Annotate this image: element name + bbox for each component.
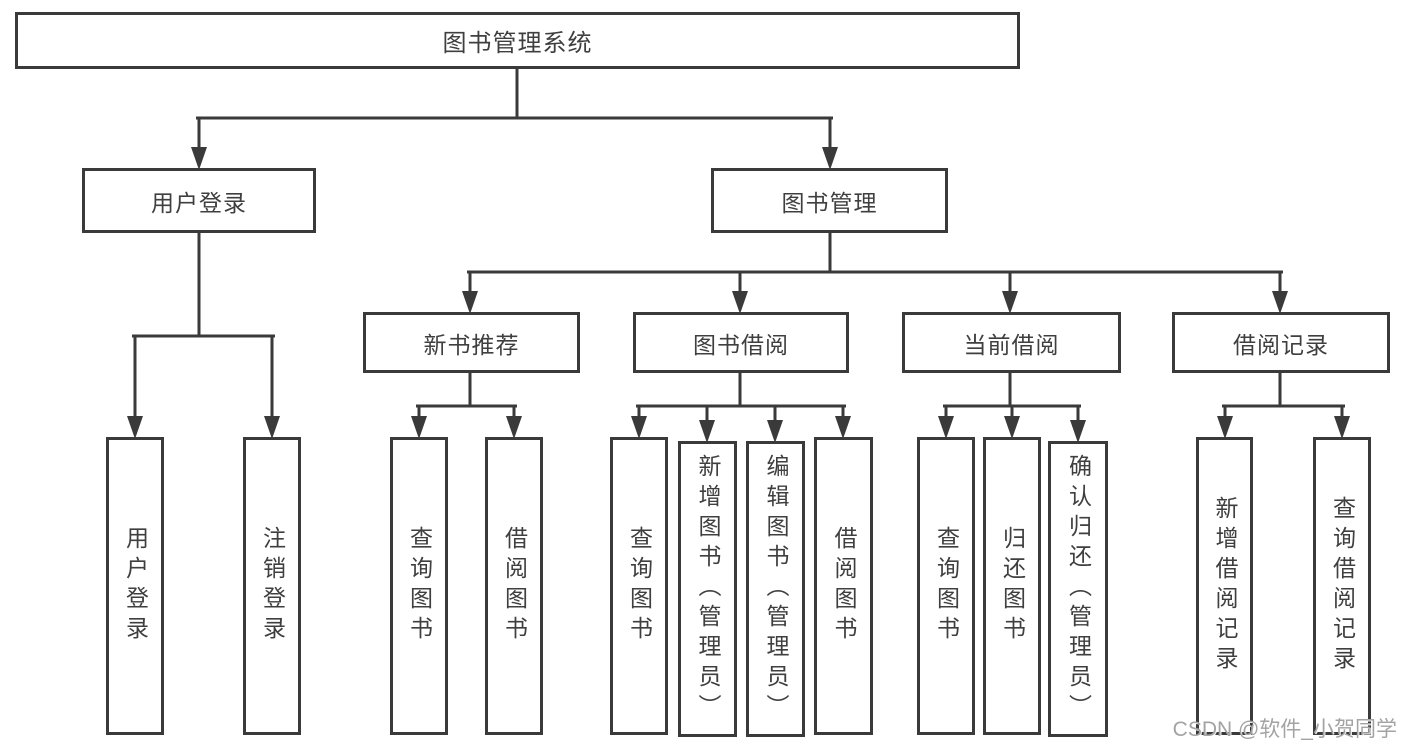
leaf-borrow-book-recommend: 借阅图书 bbox=[485, 437, 543, 735]
csdn-watermark: CSDN @软件_小贺同学 bbox=[1172, 718, 1397, 741]
leaf-borrow-book-label: 借阅图书 bbox=[831, 526, 857, 646]
leaf-query-book-recommend-label: 查询图书 bbox=[406, 526, 433, 646]
leaf-return-book-label: 归还图书 bbox=[999, 526, 1026, 646]
leaf-borrow-book: 借阅图书 bbox=[814, 437, 873, 735]
leaf-borrow-book-recommend-label: 借阅图书 bbox=[501, 526, 528, 646]
leaf-query-book-current-label: 查询图书 bbox=[933, 526, 960, 646]
node-book-management: 图书管理 bbox=[711, 168, 948, 233]
leaf-logout: 注销登录 bbox=[243, 437, 301, 735]
leaf-confirm-return-admin-label: 确认归还（管理员） bbox=[1065, 454, 1092, 724]
leaf-logout-label: 注销登录 bbox=[259, 526, 286, 646]
leaf-query-book-borrow-label: 查询图书 bbox=[626, 526, 653, 646]
node-current-borrow: 当前借阅 bbox=[902, 312, 1121, 373]
node-new-book-recommend: 新书推荐 bbox=[363, 312, 580, 373]
leaf-query-borrow-record-label: 查询借阅记录 bbox=[1329, 496, 1356, 676]
leaf-edit-book-admin-label: 编辑图书（管理员） bbox=[763, 454, 789, 724]
leaf-user-login-label: 用户登录 bbox=[122, 526, 149, 646]
leaf-query-borrow-record: 查询借阅记录 bbox=[1313, 437, 1371, 735]
leaf-add-borrow-record-label: 新增借阅记录 bbox=[1212, 496, 1238, 676]
leaf-query-book-borrow: 查询图书 bbox=[610, 437, 668, 735]
leaf-add-borrow-record: 新增借阅记录 bbox=[1196, 437, 1253, 735]
leaf-edit-book-admin: 编辑图书（管理员） bbox=[746, 441, 805, 737]
leaf-confirm-return-admin: 确认归还（管理员） bbox=[1048, 441, 1108, 737]
leaf-query-book-current: 查询图书 bbox=[917, 437, 975, 735]
node-borrow-record: 借阅记录 bbox=[1172, 312, 1390, 373]
node-user-login: 用户登录 bbox=[82, 168, 316, 233]
leaf-query-book-recommend: 查询图书 bbox=[390, 437, 448, 735]
node-book-borrow: 图书借阅 bbox=[633, 312, 849, 373]
node-library-management-system: 图书管理系统 bbox=[15, 12, 1020, 69]
leaf-user-login: 用户登录 bbox=[106, 437, 164, 735]
leaf-add-book-admin: 新增图书（管理员） bbox=[678, 441, 737, 737]
leaf-add-book-admin-label: 新增图书（管理员） bbox=[695, 454, 721, 724]
leaf-return-book: 归还图书 bbox=[983, 437, 1041, 735]
